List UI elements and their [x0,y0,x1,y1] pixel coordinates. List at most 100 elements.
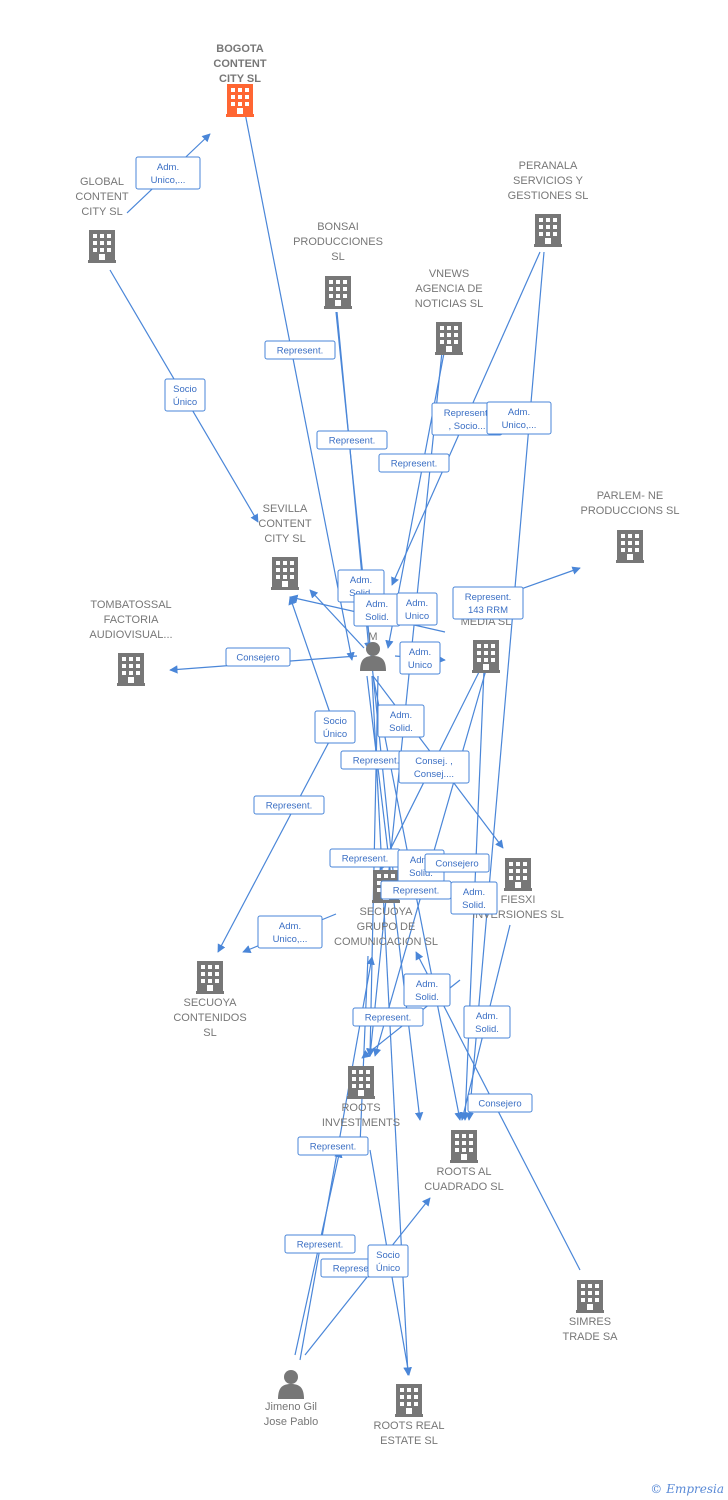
edge-label-line: Adm. [157,162,179,173]
edge-label-l18[interactable]: Represent. [253,795,325,815]
edge-label-line: Socio [376,1250,400,1261]
building-icon [472,640,500,673]
edge-label-l28[interactable]: Consejero [467,1093,533,1113]
edge-label-line: Represent. [297,1240,343,1251]
building-icon [117,653,145,686]
edge-label-box [463,1005,511,1039]
edge-label-l11[interactable]: Represent.143 RRM [452,586,524,620]
edge-label-l25[interactable]: Adm.Solid. [403,973,451,1007]
edge-label-l12[interactable]: Adm.Unico [399,641,441,675]
node-label-line: PRODUCCIONES [293,236,383,248]
node-label-line: CONTENT [75,191,128,203]
building-icon [324,276,352,309]
edge-label-box [314,710,356,744]
edge-label-l15[interactable]: Adm.Solid. [377,704,425,738]
brand-name: Empresia [666,1482,724,1496]
node-label-line: COMUNICACION SL [334,936,438,948]
edge-label-line: Consejero [236,653,279,664]
edge-label-line: Consejero [478,1099,521,1110]
edge-label-box [135,156,201,190]
building-icon [576,1280,604,1313]
edge-label-l29[interactable]: Represent. [297,1136,369,1156]
edge-label-text: Consejero [236,653,279,664]
edge-label-text: Represent. [365,1013,411,1024]
edge-label-l17[interactable]: Consej. ,Consej.... [398,750,470,784]
node-label-line: Jose Pablo [264,1416,318,1428]
edge-label-text: Adm.Unico,... [273,921,308,945]
node-label-line: ROOTS REAL [374,1420,445,1432]
edge-label-line: Unico [405,611,429,622]
edge-label-l1[interactable]: Adm.Unico,... [135,156,201,190]
node-label-line: ROOTS [341,1102,380,1114]
edge-label-text: Adm.Solid. [415,979,439,1003]
node-label-line: Jimeno Gil [265,1401,317,1413]
edge-label-text: Represent. [310,1142,356,1153]
edge-label-l24[interactable]: Adm.Unico,... [257,915,323,949]
node-label: M [368,631,377,643]
edge-label-text: Represent. [391,459,437,470]
edge-label-line: Unico,... [273,934,308,945]
building-icon [616,530,644,563]
node-label-line: PERANALA [519,160,578,172]
node-label-line: ROOTS AL [436,1166,491,1178]
footer-brand[interactable]: ©Empresia [650,1482,724,1496]
edge-label-l22[interactable]: Represent. [380,880,452,900]
edge-label-line: Socio [173,384,197,395]
edge-label-l21[interactable]: Consejero [424,853,490,873]
edge-label-l6[interactable]: Represent., Socio... [431,402,503,436]
node-label-line: SL [203,1027,216,1039]
edge-label-text: Adm.Solid. [462,887,486,911]
edge-label-text: Adm.Solid. [365,599,389,623]
edge-label-line: Represent. [310,1142,356,1153]
edge-label-text: Represent. [329,436,375,447]
edge-label-l3[interactable]: Represent. [264,340,336,360]
edge-label-l26[interactable]: Represent. [352,1007,424,1027]
edge-label-box [284,1234,356,1254]
node-label-line: CITY SL [219,73,261,85]
building-icon [395,1384,423,1417]
edge-label-l4[interactable]: Represent. [316,430,388,450]
edge-label-text: Represent. [277,346,323,357]
edge-label-l13[interactable]: Consejero [225,647,291,667]
edge-label-l5[interactable]: Represent. [378,453,450,473]
edge-label-text: Adm.Solid. [475,1011,499,1035]
edge-label-line: Adm. [350,575,372,586]
edge-label-l30[interactable]: Represent. [284,1234,356,1254]
edge-label-text: Represent. [342,854,388,865]
edge-label-text: Adm.Solid. [389,710,413,734]
edge-label-l7[interactable]: Adm.Unico,... [486,401,552,435]
edge-label-l9[interactable]: Adm.Solid. [353,593,401,627]
building-icon [435,322,463,355]
node-person_main[interactable]: M [360,631,386,671]
edge-label-l19[interactable]: Represent. [329,848,401,868]
edge-label-l23[interactable]: Adm.Solid. [450,881,498,915]
edge-label-l27[interactable]: Adm.Solid. [463,1005,511,1039]
edge-label-l10[interactable]: Adm.Unico [396,592,438,626]
edge-label-text: Represent., Socio... [444,408,490,432]
